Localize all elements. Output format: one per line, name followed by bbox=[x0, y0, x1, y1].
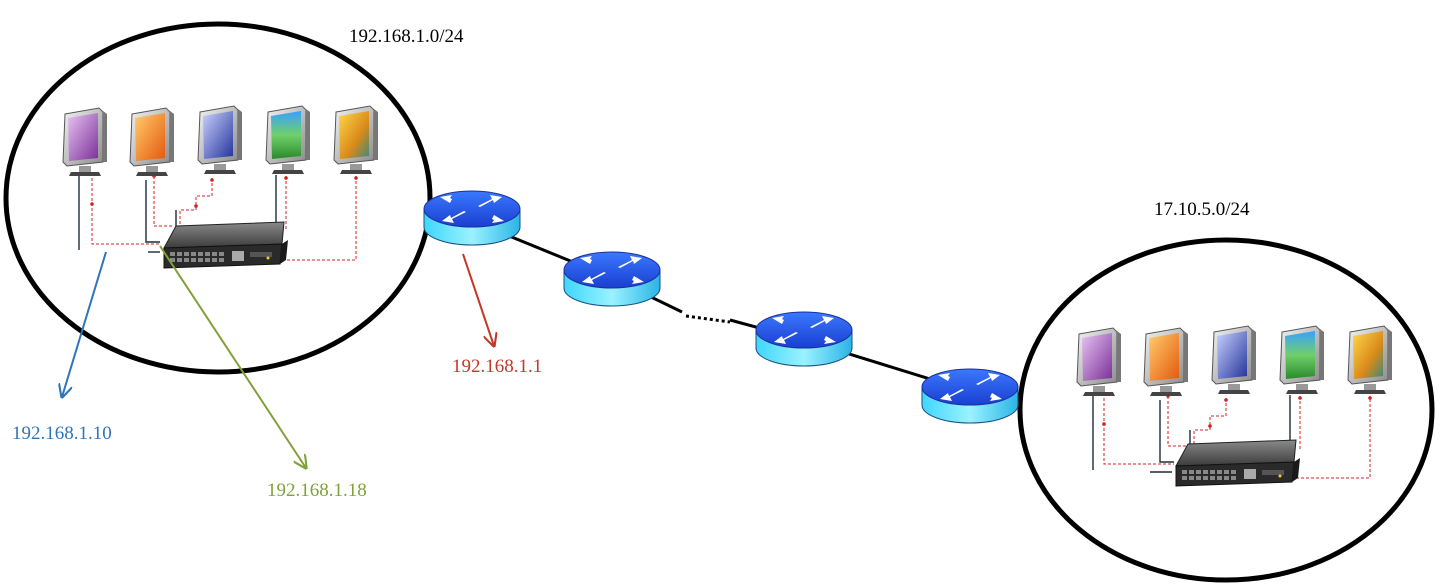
host-pc1-pointer-arrow bbox=[62, 251, 107, 397]
switch-icon bbox=[1175, 439, 1301, 487]
switch-ip-label: 192.168.1.18 bbox=[267, 480, 367, 501]
monitor-icon bbox=[1347, 325, 1393, 395]
wan-links bbox=[469, 218, 973, 394]
gateway-ip-label: 192.168.1.1 bbox=[452, 356, 543, 377]
monitor-icon bbox=[1143, 327, 1189, 397]
router-icon bbox=[755, 311, 853, 367]
monitor-icon bbox=[62, 107, 108, 177]
network-boundary-net2 bbox=[1017, 237, 1435, 583]
monitor-icon bbox=[197, 105, 243, 175]
monitor-icon bbox=[1076, 327, 1122, 397]
monitor-icon bbox=[1211, 325, 1257, 395]
router-icon bbox=[921, 368, 1019, 424]
switch-icon bbox=[163, 221, 289, 269]
subnet-label-net1: 192.168.1.0/24 bbox=[349, 26, 464, 47]
monitor-icon bbox=[1279, 325, 1325, 395]
router-icon bbox=[423, 190, 521, 246]
monitor-icon bbox=[129, 107, 175, 177]
monitor-icon bbox=[265, 105, 311, 175]
network-boundary-net1 bbox=[3, 21, 433, 375]
monitor-icon bbox=[333, 105, 379, 175]
subnet-label-net2: 17.10.5.0/24 bbox=[1154, 199, 1250, 220]
host-ip-label: 192.168.1.10 bbox=[12, 423, 112, 444]
switch-pointer-arrow bbox=[159, 245, 306, 468]
gateway-pointer-arrow bbox=[462, 253, 494, 346]
router-icon bbox=[563, 251, 661, 307]
